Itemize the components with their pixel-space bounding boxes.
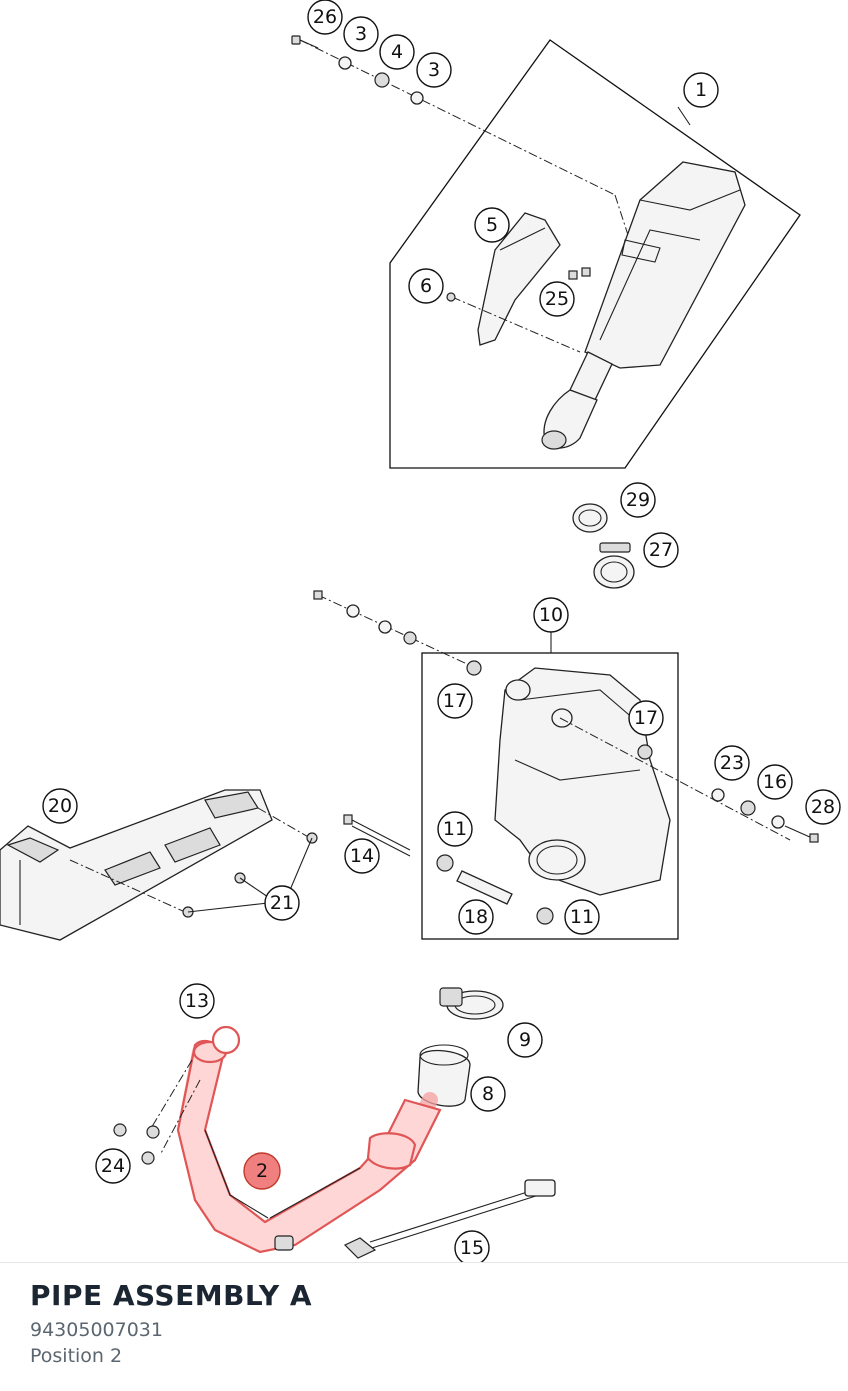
callout[interactable]: 21 <box>264 885 300 921</box>
svg-text:11: 11 <box>570 906 594 928</box>
svg-text:13: 13 <box>185 990 209 1012</box>
callout[interactable]: 27 <box>643 532 679 568</box>
svg-text:27: 27 <box>649 539 673 561</box>
bracket-20 <box>0 789 318 941</box>
seal-29 <box>572 503 608 533</box>
washer-3-b <box>410 91 424 105</box>
callout[interactable]: 28 <box>805 789 841 825</box>
callout[interactable]: 14 <box>344 838 380 874</box>
callout[interactable]: 11 <box>437 811 473 847</box>
callout[interactable]: 1 <box>683 72 719 108</box>
callout[interactable]: 25 <box>539 281 575 317</box>
svg-text:4: 4 <box>391 41 403 63</box>
callout[interactable]: 3 <box>416 52 452 88</box>
part-title: PIPE ASSEMBLY A <box>30 1279 313 1312</box>
muffler-group <box>291 35 801 469</box>
lambda-sensor-15 <box>343 1179 556 1259</box>
svg-text:8: 8 <box>482 1083 494 1105</box>
callout[interactable]: 11 <box>564 899 600 935</box>
gasket-13 <box>211 1025 241 1055</box>
part-number: 94305007031 <box>30 1319 163 1341</box>
svg-text:23: 23 <box>720 752 744 774</box>
exploded-parts-diagram: 26 3 4 3 1 5 6 25 29 27 10 17 17 23 16 2… <box>0 0 841 1262</box>
callout[interactable]: 16 <box>757 764 793 800</box>
svg-text:18: 18 <box>464 906 488 928</box>
svg-text:20: 20 <box>48 795 72 817</box>
svg-text:1: 1 <box>695 79 707 101</box>
muffler-body <box>541 161 746 450</box>
svg-text:15: 15 <box>460 1237 484 1259</box>
callout[interactable]: 5 <box>474 207 510 243</box>
svg-text:16: 16 <box>763 771 787 793</box>
callout[interactable]: 15 <box>454 1230 490 1262</box>
part-position: Position 2 <box>30 1345 123 1367</box>
clamp-27 <box>593 542 635 589</box>
callout[interactable]: 29 <box>620 482 656 518</box>
svg-text:28: 28 <box>811 796 835 818</box>
pipe-assembly-2 <box>149 1039 442 1254</box>
svg-text:29: 29 <box>626 489 650 511</box>
svg-text:17: 17 <box>443 690 467 712</box>
spacer-18 <box>456 870 513 905</box>
svg-text:14: 14 <box>350 845 374 867</box>
callout[interactable]: 18 <box>458 899 494 935</box>
svg-text:17: 17 <box>634 707 658 729</box>
svg-text:9: 9 <box>519 1029 531 1051</box>
catalyst-frame <box>421 652 679 940</box>
grommet-17-b <box>637 744 653 760</box>
callout[interactable]: 20 <box>42 788 78 824</box>
part-info-panel: PIPE ASSEMBLY A 94305007031 Position 2 <box>0 1262 848 1391</box>
svg-text:10: 10 <box>539 604 563 626</box>
callout[interactable]: 3 <box>343 16 379 52</box>
svg-text:21: 21 <box>270 892 294 914</box>
screw-6 <box>446 292 456 302</box>
grommet-11-a <box>436 854 454 872</box>
callout[interactable]: 4 <box>379 34 415 70</box>
grommet-17-a <box>466 660 482 676</box>
grommet-4 <box>374 72 390 88</box>
svg-text:6: 6 <box>420 275 432 297</box>
catalyst-group <box>313 590 819 940</box>
muffler-frame <box>389 39 801 469</box>
callout[interactable]: 23 <box>714 745 750 781</box>
callout[interactable]: 13 <box>179 983 215 1019</box>
clamp-9 <box>439 987 504 1020</box>
callout[interactable]: 6 <box>408 268 444 304</box>
callout[interactable]: 8 <box>470 1076 506 1112</box>
callout-highlighted[interactable]: 2 <box>243 1152 281 1190</box>
callout[interactable]: 9 <box>507 1022 543 1058</box>
catalyst-body <box>494 667 671 896</box>
svg-text:26: 26 <box>313 6 337 28</box>
callout[interactable]: 10 <box>533 597 569 633</box>
washer-3-a <box>338 56 352 70</box>
callout[interactable]: 17 <box>437 683 473 719</box>
svg-text:3: 3 <box>428 59 440 81</box>
callout[interactable]: 24 <box>95 1148 131 1184</box>
svg-text:2: 2 <box>256 1160 268 1182</box>
svg-text:5: 5 <box>486 214 498 236</box>
bolt-28 <box>784 825 819 843</box>
heat-shield-5 <box>477 212 561 346</box>
clip-nut-25 <box>568 267 591 280</box>
bolt-26 <box>291 35 319 49</box>
grommet-16 <box>740 800 756 816</box>
svg-text:3: 3 <box>355 23 367 45</box>
washer-23 <box>711 788 725 802</box>
bolt-14 <box>343 814 411 857</box>
svg-text:11: 11 <box>443 818 467 840</box>
nuts-24 <box>113 1123 160 1165</box>
callout[interactable]: 17 <box>628 700 664 736</box>
callout[interactable]: 26 <box>307 0 343 35</box>
svg-text:25: 25 <box>545 288 569 310</box>
svg-text:24: 24 <box>101 1155 125 1177</box>
grommet-11-b <box>536 907 554 925</box>
